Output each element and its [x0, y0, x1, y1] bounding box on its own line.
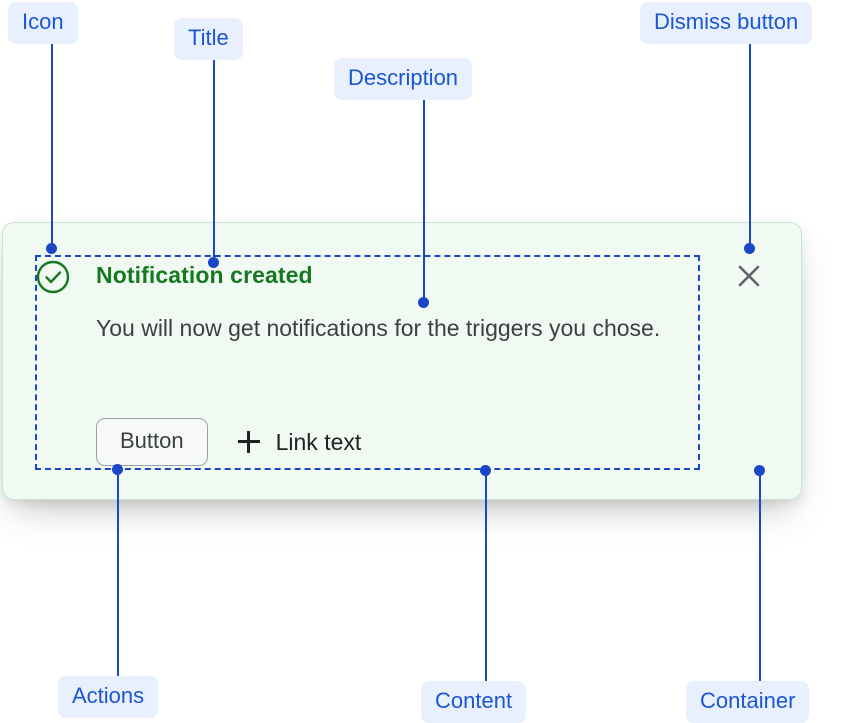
check-circle-icon: [36, 260, 70, 294]
annotation-label-actions: Actions: [58, 676, 159, 718]
annotation-dot-dismiss: [744, 243, 755, 254]
notification-title: Notification created: [96, 262, 313, 288]
annotation-label-container: Container: [686, 681, 810, 723]
annotation-leader-content: [485, 470, 487, 681]
plus-icon: [237, 431, 260, 453]
notification-actions: Button Link text: [96, 418, 361, 466]
annotation-label-title: Title: [174, 18, 243, 60]
add-link-label: Link text: [275, 428, 362, 455]
annotation-leader-actions: [117, 470, 119, 676]
annotation-dot-description: [418, 297, 429, 308]
annotation-leader-icon: [51, 44, 53, 248]
annotation-leader-dismiss: [749, 44, 751, 248]
annotation-label-content: Content: [421, 681, 527, 723]
primary-action-button[interactable]: Button: [96, 418, 208, 466]
notification-description: You will now get notifications for the t…: [96, 315, 661, 341]
annotation-dot-content: [480, 465, 491, 476]
annotation-leader-container: [759, 470, 761, 681]
annotation-label-dismiss: Dismiss button: [640, 2, 813, 44]
annotation-dot-actions: [112, 464, 123, 475]
close-icon[interactable]: [733, 260, 765, 292]
annotation-leader-description: [423, 100, 425, 302]
content-region-outline: [35, 255, 700, 470]
add-link-action[interactable]: Link text: [237, 428, 362, 456]
annotation-dot-container: [754, 465, 765, 476]
annotation-label-icon: Icon: [8, 2, 78, 44]
annotation-label-description: Description: [334, 58, 473, 100]
annotation-dot-icon: [46, 243, 57, 254]
annotation-dot-title: [208, 257, 219, 268]
annotation-leader-title: [213, 60, 215, 262]
